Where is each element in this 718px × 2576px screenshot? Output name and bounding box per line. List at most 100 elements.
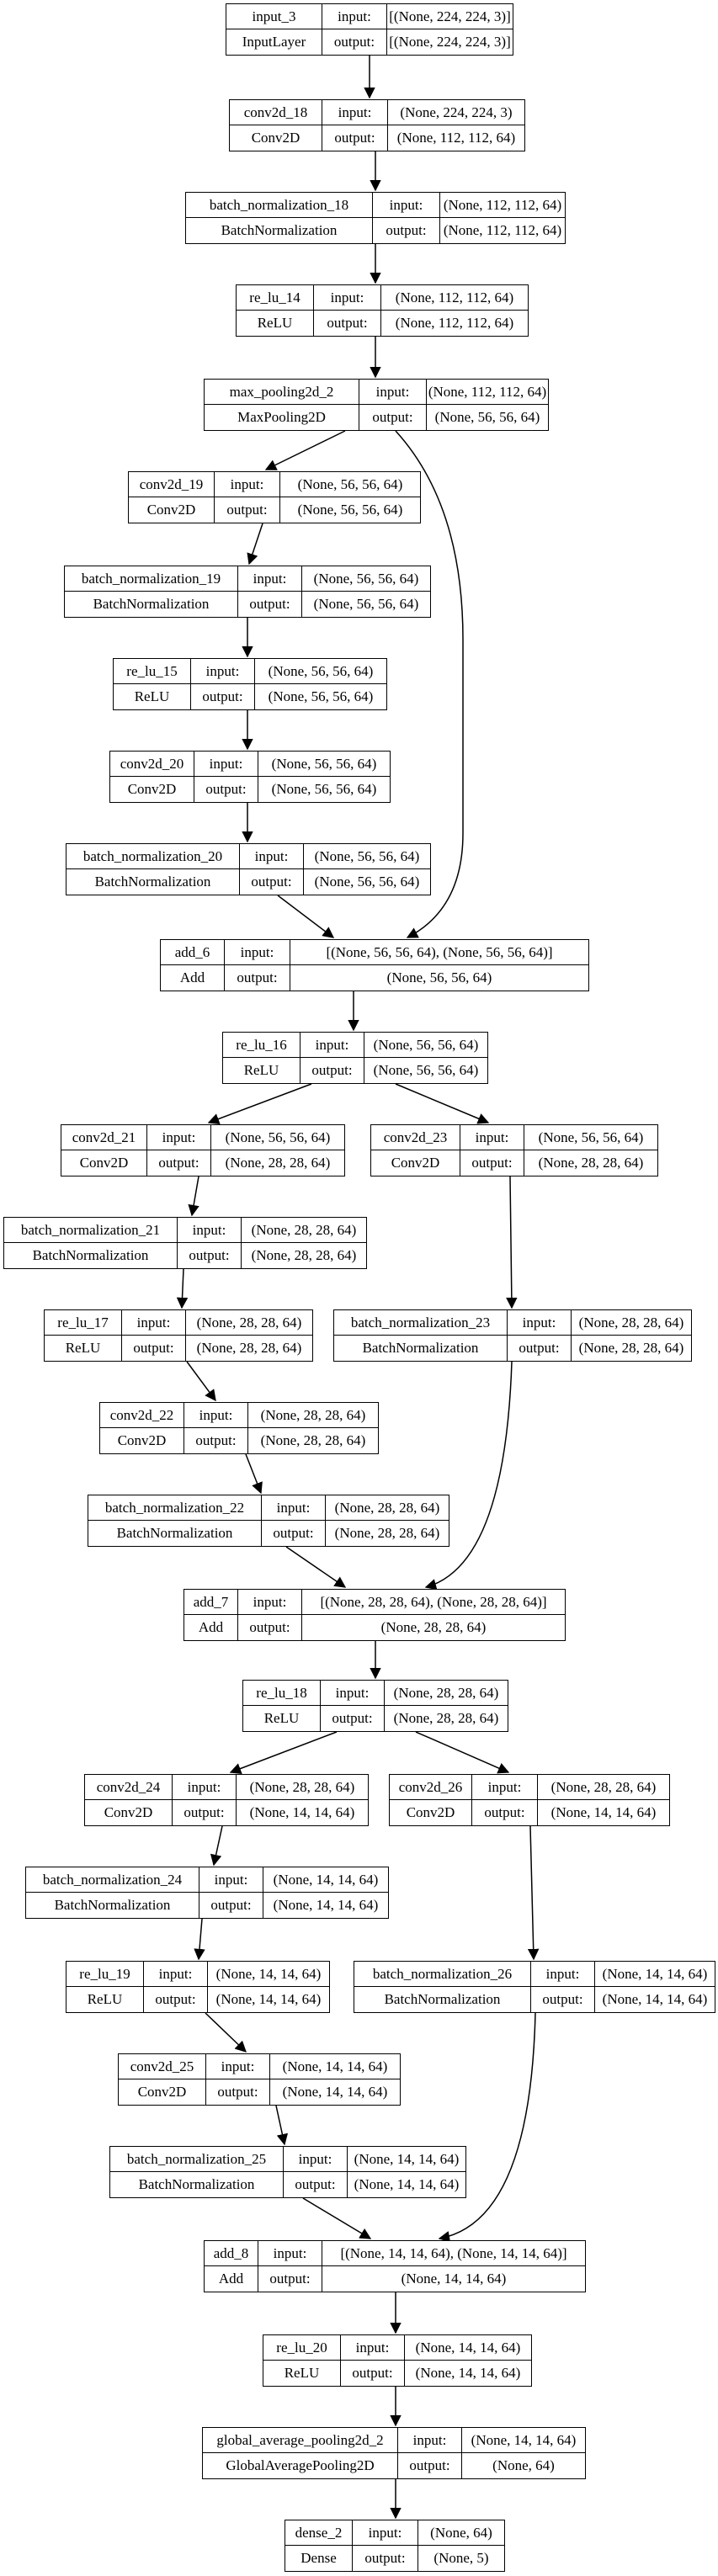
output-shape: (None, 28, 28, 64): [538, 1155, 644, 1171]
layer-type: Dense: [285, 2546, 353, 2571]
layer-type: ReLU: [114, 684, 191, 709]
edge-batch_normalization_20-to-add_6: [277, 895, 335, 938]
layer-type: Conv2D: [129, 497, 215, 523]
input-label: input:: [173, 1775, 237, 1800]
output-shape: (None, 56, 56, 64): [297, 502, 403, 518]
input-label: input:: [225, 940, 290, 965]
output-shape: (None, 64): [492, 2457, 555, 2473]
input-label: input:: [398, 2428, 462, 2453]
edge-conv2d_25-to-batch_normalization_25: [275, 2105, 289, 2146]
layer-name: batch_normalization_24: [26, 1867, 199, 1893]
output-label: output:: [199, 1893, 263, 1918]
input-shape: (None, 28, 28, 64): [326, 1495, 449, 1521]
input-label: input:: [194, 752, 258, 777]
layer-type: ReLU: [237, 311, 314, 336]
output-shape: (None, 28, 28, 64): [260, 1432, 366, 1448]
layer-name: re_lu_18: [243, 1681, 321, 1706]
output-shape: (None, 56, 56, 64): [386, 969, 492, 985]
output-label: output:: [184, 1428, 248, 1453]
edge-re_lu_18-to-conv2d_26: [415, 1731, 510, 1774]
layer-name: add_6: [161, 940, 225, 965]
input-shape: (None, 224, 224, 3): [388, 100, 524, 125]
layer-name: conv2d_20: [110, 752, 194, 777]
input-shape: [(None, 14, 14, 64), (None, 14, 14, 64)]: [322, 2241, 585, 2266]
input-shape: (None, 56, 56, 64): [364, 1033, 487, 1058]
layer-name: add_8: [205, 2241, 258, 2266]
output-shape: (None, 56, 56, 64): [434, 409, 540, 425]
output-label: output:: [508, 1336, 572, 1361]
layer-name: batch_normalization_19: [65, 566, 238, 592]
output-shape: (None, 28, 28, 64): [578, 1340, 684, 1356]
output-shape: (None, 56, 56, 64): [271, 781, 377, 797]
layer-type: Add: [205, 2266, 258, 2292]
input-shape: (None, 112, 112, 64): [381, 285, 528, 311]
output-shape: (None, 14, 14, 64): [602, 1991, 708, 2007]
input-shape: (None, 14, 14, 64): [405, 2335, 531, 2361]
layer-type: ReLU: [243, 1706, 321, 1731]
output-label: output:: [178, 1243, 242, 1268]
edge-batch_normalization_24-to-re_lu_19: [194, 1918, 205, 1961]
input-shape: (None, 14, 14, 64): [208, 1962, 329, 1987]
layer-type: InputLayer: [226, 29, 322, 55]
input-label: input:: [262, 1495, 326, 1521]
output-label: output:: [398, 2453, 462, 2478]
output-label: output:: [321, 1706, 385, 1731]
input-label: input:: [178, 1218, 242, 1243]
input-label: input:: [147, 1125, 211, 1150]
input-label: input:: [144, 1962, 208, 1987]
output-shape: (None, 5): [433, 2550, 489, 2566]
output-label: output:: [240, 869, 304, 895]
layer-name: conv2d_18: [230, 100, 322, 125]
input-shape: (None, 64): [418, 2520, 504, 2546]
edge-conv2d_19-to-batch_normalization_19: [247, 523, 263, 566]
output-shape: (None, 28, 28, 64): [196, 1340, 302, 1356]
output-shape: (None, 14, 14, 64): [415, 2365, 521, 2381]
output-label: output:: [215, 497, 280, 523]
input-shape: (None, 28, 28, 64): [237, 1775, 368, 1800]
output-shape: (None, 14, 14, 64): [550, 1804, 657, 1820]
input-shape: (None, 56, 56, 64): [302, 566, 430, 592]
output-shape: (None, 14, 14, 64): [282, 2084, 388, 2100]
layer-name: batch_normalization_23: [334, 1310, 508, 1336]
output-label: output:: [206, 2079, 270, 2105]
input-shape: (None, 112, 112, 64): [440, 193, 565, 218]
input-shape: (None, 14, 14, 64): [348, 2147, 465, 2172]
output-label: output:: [322, 29, 387, 55]
output-shape: (None, 56, 56, 64): [313, 596, 419, 612]
output-label: output:: [359, 405, 427, 430]
output-label: output:: [314, 311, 381, 336]
input-shape: (None, 28, 28, 64): [572, 1310, 691, 1336]
layer-name: batch_normalization_22: [88, 1495, 262, 1521]
output-label: output:: [147, 1150, 211, 1176]
output-label: output:: [460, 1150, 524, 1176]
input-shape: (None, 56, 56, 64): [255, 659, 386, 684]
layer-type: GlobalAveragePooling2D: [203, 2453, 398, 2478]
input-label: input:: [238, 566, 302, 592]
edge-re_lu_19-to-conv2d_25: [205, 2012, 247, 2053]
edge-conv2d_21-to-batch_normalization_21: [188, 1176, 199, 1217]
output-label: output:: [191, 684, 255, 709]
edge-max_pooling2d_2-to-conv2d_19: [264, 430, 346, 470]
output-label: output:: [284, 2172, 348, 2197]
output-shape: (None, 56, 56, 64): [268, 688, 374, 704]
input-shape: (None, 28, 28, 64): [248, 1403, 378, 1428]
edge-re_lu_16-to-conv2d_21: [207, 1083, 312, 1125]
input-label: input:: [472, 1775, 538, 1800]
edge-batch_normalization_22-to-add_7: [285, 1546, 347, 1588]
layer-name: conv2d_26: [390, 1775, 472, 1800]
input-label: input:: [508, 1310, 572, 1336]
